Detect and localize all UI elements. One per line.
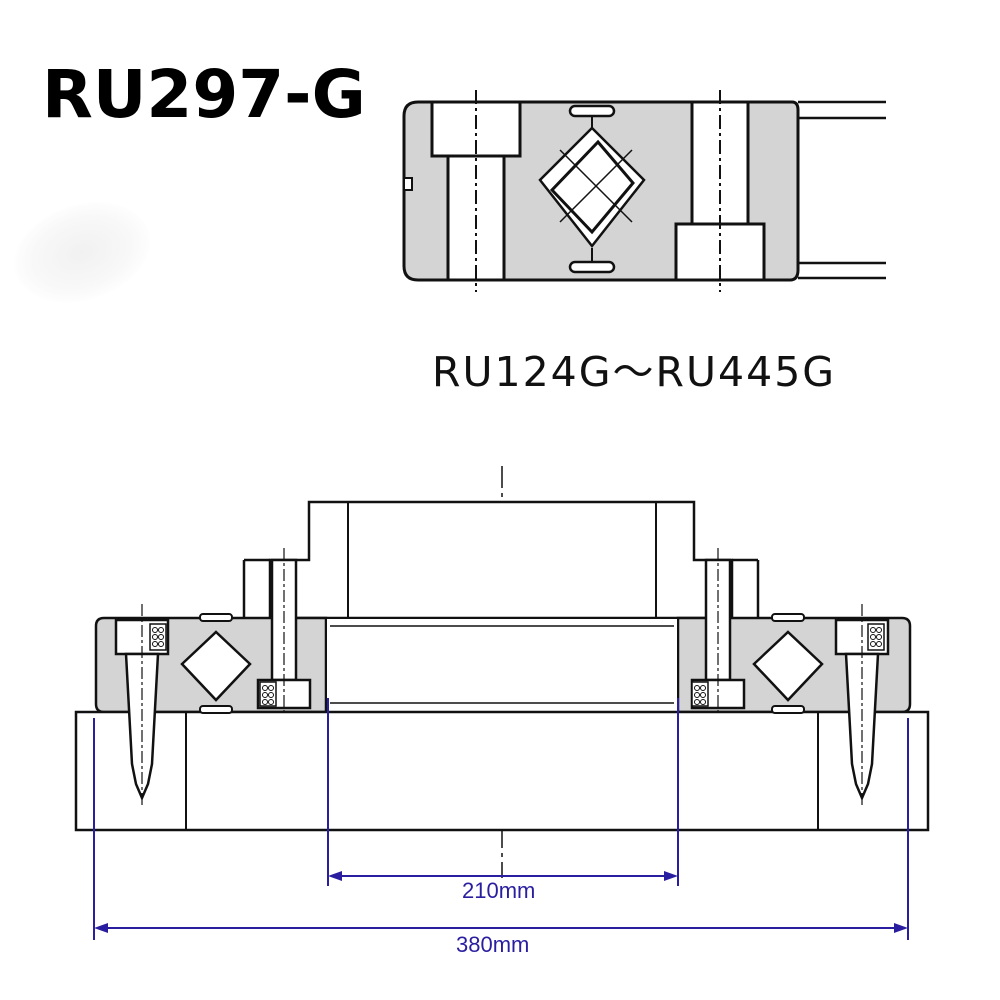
left-roller: [180, 630, 252, 702]
left-notch: [403, 177, 413, 191]
outer-width-label: 380mm: [456, 932, 530, 957]
base-plate: [74, 710, 930, 832]
top-hub: [268, 500, 734, 620]
dimension-inner: [327, 698, 679, 886]
inner-width-label: 210mm: [462, 878, 536, 903]
model-title: RU297-G: [42, 56, 366, 133]
inner-opening: [325, 617, 679, 713]
dimension-outer: [93, 718, 909, 940]
model-range-label: RU124G～RU445G: [432, 348, 837, 396]
right-roller: [752, 630, 824, 702]
